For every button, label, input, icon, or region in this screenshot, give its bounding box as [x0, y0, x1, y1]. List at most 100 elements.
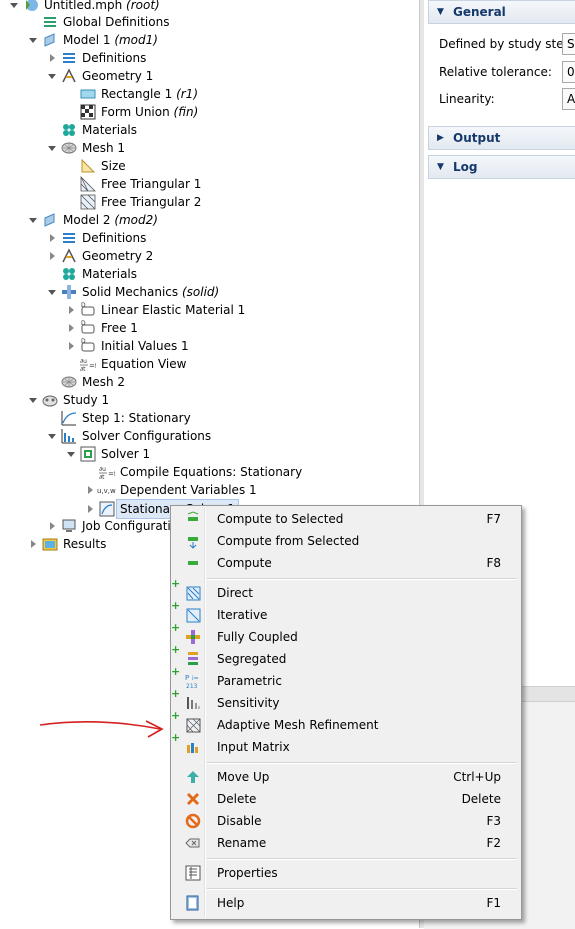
- svg-text:∂t: ∂t: [80, 366, 86, 372]
- expand-arrow-icon[interactable]: [48, 290, 56, 295]
- geometry-icon: [62, 68, 76, 83]
- free-tri1-label: Free Triangular 1: [101, 177, 202, 191]
- menu-help[interactable]: Help F1: [173, 892, 519, 914]
- solid-mechanics-tag: (solid): [181, 285, 220, 299]
- svg-text:u,v,w: u,v,w: [97, 487, 116, 495]
- collapse-arrow-icon[interactable]: [88, 486, 93, 494]
- size-label: Size: [101, 159, 126, 173]
- delete-x-icon: [186, 792, 200, 806]
- free-triangular-icon: [80, 176, 96, 192]
- linearity-label: Linearity:: [439, 92, 495, 106]
- expand-arrow-icon[interactable]: [67, 452, 75, 457]
- properties-icon: [185, 865, 201, 881]
- materials-icon: [63, 124, 75, 136]
- job-configs-label: Job Configurations: [82, 519, 192, 533]
- free-triangular-icon: [80, 194, 96, 210]
- section-log-header[interactable]: ▼ Log: [428, 155, 575, 179]
- menu-fully-coupled[interactable]: + Fully Coupled: [171, 622, 519, 648]
- menu-compute-from-selected[interactable]: Compute from Selected: [173, 530, 519, 552]
- model-icon: [44, 33, 55, 47]
- expand-arrow-icon[interactable]: [48, 146, 56, 151]
- domain-node-icon: D: [81, 302, 95, 316]
- collapse-arrow-icon[interactable]: [69, 306, 74, 314]
- expand-arrow-icon[interactable]: [10, 3, 18, 8]
- section-output-header[interactable]: ▶ Output: [428, 126, 575, 150]
- menu-label: Rename: [217, 836, 267, 850]
- form-union-icon: [80, 104, 96, 120]
- iterative-solver-icon: [186, 608, 201, 623]
- collapse-section-icon: ▼: [437, 162, 444, 172]
- arrow-up-icon: [187, 771, 199, 783]
- collapse-arrow-icon[interactable]: [50, 234, 55, 242]
- menu-sensitivity[interactable]: + Sensitivity: [171, 687, 519, 714]
- menu-label: Move Up: [217, 770, 270, 784]
- menu-shortcut: Delete: [461, 792, 501, 806]
- initial-values-label: Initial Values 1: [101, 339, 189, 353]
- expand-arrow-icon[interactable]: [29, 38, 37, 43]
- add-plus-icon: +: [171, 687, 181, 700]
- input-matrix-icon: [187, 743, 198, 753]
- collapse-arrow-icon[interactable]: [31, 540, 36, 548]
- expand-arrow-icon[interactable]: [48, 74, 56, 79]
- collapse-arrow-icon[interactable]: [69, 324, 74, 332]
- form-union-label: Form Union: [101, 105, 170, 119]
- expand-arrow-icon[interactable]: [29, 398, 37, 403]
- definitions-icon: [63, 233, 75, 243]
- menu-disable[interactable]: Disable F3: [173, 810, 519, 832]
- menu-label: Properties: [217, 866, 278, 880]
- menu-separator: [207, 858, 517, 860]
- menu-compute-to-selected[interactable]: Compute to Selected F7: [173, 508, 519, 530]
- geometry2-label: Geometry 2: [82, 249, 154, 263]
- job-configurations-icon: [62, 519, 76, 532]
- menu-label: Sensitivity: [217, 696, 280, 710]
- solver-configurations-icon: [61, 429, 76, 444]
- menu-delete[interactable]: Delete Delete: [173, 788, 519, 810]
- equation-icon: ∂u∂t=f: [99, 466, 115, 480]
- menu-label: Input Matrix: [217, 740, 290, 754]
- equation-view-label: Equation View: [101, 357, 187, 371]
- menu-label: Compute: [217, 556, 272, 570]
- linear-elastic-label: Linear Elastic Material 1: [101, 303, 246, 317]
- collapse-arrow-icon[interactable]: [50, 522, 55, 530]
- section-log-title: Log: [453, 160, 478, 174]
- section-general-header[interactable]: ▼ General: [428, 0, 575, 24]
- menu-label: Compute from Selected: [217, 534, 360, 548]
- collapse-arrow-icon[interactable]: [50, 54, 55, 62]
- add-plus-icon: +: [171, 643, 181, 656]
- menu-compute[interactable]: Compute F8: [173, 552, 519, 574]
- menu-rename[interactable]: Rename F2: [173, 832, 519, 854]
- mesh1-label: Mesh 1: [82, 141, 126, 155]
- svg-text:D: D: [81, 338, 86, 345]
- equation-icon: ∂u∂t=f: [80, 358, 96, 372]
- collapse-arrow-icon[interactable]: [69, 342, 74, 350]
- rename-icon: [185, 838, 200, 848]
- collapse-arrow-icon[interactable]: [88, 505, 93, 513]
- stationary-step-icon: [61, 411, 77, 426]
- defined-by-select[interactable]: St: [562, 33, 575, 55]
- svg-text:∂t: ∂t: [99, 474, 105, 480]
- relative-tolerance-input[interactable]: 0.: [562, 61, 575, 83]
- menu-shortcut: F1: [486, 896, 501, 910]
- menu-move-up[interactable]: Move Up Ctrl+Up: [173, 766, 519, 788]
- model2-label: Model 2: [63, 213, 111, 227]
- collapse-arrow-icon[interactable]: [50, 252, 55, 260]
- panel-divider[interactable]: [419, 0, 424, 928]
- menu-direct[interactable]: + Direct: [171, 578, 519, 604]
- menu-separator: [207, 888, 517, 890]
- root-tag: (root): [126, 0, 160, 12]
- menu-input-matrix[interactable]: + Input Matrix: [171, 732, 519, 758]
- linearity-select[interactable]: Au: [562, 88, 575, 110]
- mph-file-icon: [26, 0, 38, 11]
- menu-separator: [207, 578, 517, 580]
- menu-segregated[interactable]: + Segregated: [171, 643, 519, 670]
- model-icon: [44, 213, 55, 227]
- expand-arrow-icon[interactable]: [48, 434, 56, 439]
- expand-arrow-icon[interactable]: [29, 218, 37, 223]
- compile-eq-label: Compile Equations: Stationary: [120, 465, 303, 479]
- menu-properties[interactable]: Properties: [173, 862, 519, 884]
- menu-iterative[interactable]: + Iterative: [171, 600, 519, 626]
- svg-text:∂u: ∂u: [80, 358, 87, 365]
- menu-adaptive-mesh-refinement[interactable]: + Adaptive Mesh Refinement: [171, 710, 519, 736]
